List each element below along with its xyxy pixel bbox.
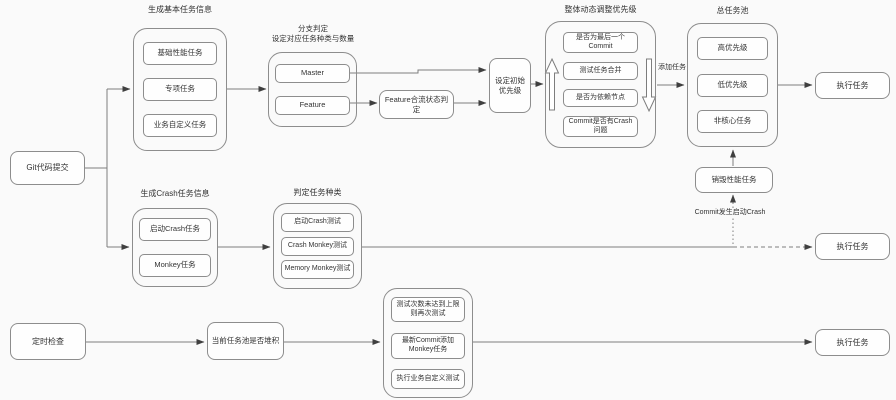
group-dynamic-priority: 是否为最后一个Commit 测试任务合并 是否为依赖节点 Commit是否有Cr… xyxy=(545,21,656,148)
item-monkey-task: Monkey任务 xyxy=(139,254,211,277)
node-destroy-perf-task: 销毁性能任务 xyxy=(695,167,773,193)
group-title-basic-task-info: 生成基本任务信息 xyxy=(148,5,212,14)
priority-up-arrow-icon xyxy=(544,57,560,111)
item-low-priority: 低优先级 xyxy=(697,73,768,97)
edge-label-add-task: 添加任务 xyxy=(658,64,686,71)
item-latest-commit-add-monkey: 最新Commit添加Monkey任务 xyxy=(391,332,465,359)
item-launch-crash-test: 启动Crash测试 xyxy=(281,213,354,232)
node-feature-merge-check: Feature合流状态判定 xyxy=(379,90,454,119)
item-non-core-task: 非核心任务 xyxy=(697,110,768,133)
group-title-task-type-decision: 判定任务种类 xyxy=(293,188,342,197)
item-run-custom-business-test: 执行业务自定义测试 xyxy=(391,369,465,389)
priority-down-arrow-icon xyxy=(641,58,657,113)
node-execute-task-1: 执行任务 xyxy=(815,72,890,99)
group-task-pool: 高优先级 低优先级 非核心任务 xyxy=(687,23,778,147)
group-branch-decision: Master Feature xyxy=(268,52,357,127)
item-crash-monkey-test: Crash Monkey测试 xyxy=(281,236,354,256)
item-is-dependency-node: 是否为依赖节点 xyxy=(563,89,638,107)
group-title-task-pool: 总任务池 xyxy=(716,6,749,15)
node-set-initial-priority: 设定初始优先级 xyxy=(489,58,531,113)
item-retest-under-limit: 测试次数未达到上限则再次测试 xyxy=(391,297,465,322)
item-high-priority: 高优先级 xyxy=(697,37,768,60)
item-launch-crash-task: 启动Crash任务 xyxy=(139,218,211,241)
branch-title-line2: 设定对应任务种类与数量 xyxy=(271,33,355,43)
group-retest-rules: 测试次数未达到上限则再次测试 最新Commit添加Monkey任务 执行业务自定… xyxy=(383,288,473,398)
group-task-type-decision: 启动Crash测试 Crash Monkey测试 Memory Monkey测试 xyxy=(273,203,362,289)
item-special-task: 专项任务 xyxy=(143,78,217,101)
group-crash-task-info: 启动Crash任务 Monkey任务 xyxy=(132,208,218,287)
node-execute-task-2: 执行任务 xyxy=(815,233,890,260)
group-basic-task-info: 基础性能任务 专项任务 业务自定义任务 xyxy=(133,28,227,151)
item-commit-has-crash: Commit是否有Crash问题 xyxy=(563,116,638,137)
edge-label-commit-crash: Commit发生启动Crash xyxy=(686,209,774,217)
edge-git-trunk xyxy=(85,89,108,247)
item-custom-business-task: 业务自定义任务 xyxy=(143,114,217,137)
node-pool-backlog-check: 当前任务池是否堆积 xyxy=(207,322,284,360)
node-git-commit: Git代码提交 xyxy=(10,151,85,185)
item-basic-perf-task: 基础性能任务 xyxy=(143,42,217,65)
node-execute-task-3: 执行任务 xyxy=(815,329,890,356)
item-master-branch: Master xyxy=(275,64,350,83)
node-timed-check: 定时检查 xyxy=(10,323,86,360)
item-feature-branch: Feature xyxy=(275,96,350,115)
item-is-last-commit: 是否为最后一个Commit xyxy=(563,32,638,53)
group-title-dynamic-priority: 整体动态调整优先级 xyxy=(564,5,637,14)
group-title-crash-task-info: 生成Crash任务信息 xyxy=(140,189,210,198)
item-merge-test-tasks: 测试任务合并 xyxy=(563,62,638,80)
group-title-branch-decision: 分支判定 设定对应任务种类与数量 xyxy=(240,24,386,43)
edge-master-to-priority xyxy=(348,67,487,74)
item-memory-monkey-test: Memory Monkey测试 xyxy=(281,260,354,279)
branch-title-line1: 分支判定 xyxy=(298,24,328,33)
